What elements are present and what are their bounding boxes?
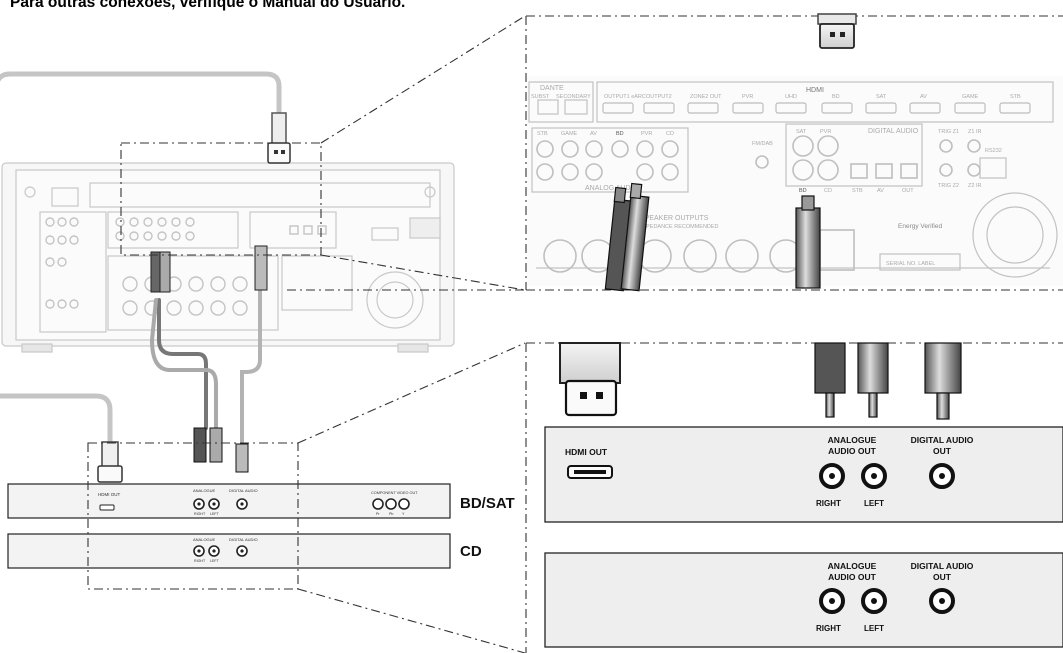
receiver-rear-panel: [1, 162, 455, 353]
svg-text:OUT: OUT: [902, 188, 914, 194]
svg-text:BD: BD: [616, 131, 624, 137]
cable-analogue-digital: [149, 286, 262, 446]
svg-text:Pb: Pb: [389, 512, 393, 516]
svg-text:RIGHT: RIGHT: [816, 624, 841, 633]
rca-plugs-zoom-top: [604, 182, 821, 292]
svg-text:RS232: RS232: [985, 148, 1002, 154]
rca-plugs-receiver: [150, 245, 268, 293]
component-video-label: COMPONENT VIDEO OUT: [371, 491, 418, 495]
svg-text:SUBST: SUBST: [531, 94, 550, 100]
svg-text:OUT: OUT: [933, 572, 952, 582]
svg-text:GAME: GAME: [561, 131, 578, 137]
svg-text:LEFT: LEFT: [210, 512, 220, 516]
svg-text:OUTPUT1 eARC: OUTPUT1 eARC: [604, 94, 646, 100]
hdmi-plug-zoom-top: [817, 13, 857, 49]
svg-text:ANALOGUE: ANALOGUE: [193, 537, 216, 542]
analogue-audio-label-2: ANALOGUE: [828, 561, 877, 571]
svg-text:BD: BD: [799, 188, 807, 194]
svg-text:IMPEDANCE RECOMMENDED: IMPEDANCE RECOMMENDED: [640, 224, 719, 230]
svg-text:AV: AV: [877, 188, 884, 194]
svg-text:DIGITAL AUDIO: DIGITAL AUDIO: [868, 128, 919, 135]
svg-text:Pr: Pr: [376, 512, 380, 516]
svg-text:BD: BD: [832, 94, 840, 100]
svg-text:AUDIO OUT: AUDIO OUT: [828, 572, 877, 582]
digital-audio-label-2: DIGITAL AUDIO: [911, 561, 974, 571]
analogue-small-label: ANALOGUE: [193, 488, 216, 493]
digital-audio-label-1: DIGITAL AUDIO: [911, 435, 974, 445]
hdmi-plug-receiver: [267, 112, 291, 164]
svg-text:LEFT: LEFT: [210, 559, 220, 563]
svg-text:CD: CD: [666, 131, 674, 137]
svg-text:RIGHT: RIGHT: [816, 499, 841, 508]
svg-text:AV: AV: [920, 94, 927, 100]
svg-text:GAME: GAME: [962, 94, 979, 100]
svg-text:AUDIO OUT: AUDIO OUT: [828, 446, 877, 456]
svg-text:STB: STB: [537, 131, 548, 137]
svg-text:FM/DAB: FM/DAB: [752, 141, 773, 147]
cd-device: ANALOGUE DIGITAL AUDIO RIGHT LEFT: [7, 533, 451, 569]
bd-sat-label: BD/SAT: [460, 495, 515, 512]
svg-text:AV: AV: [590, 131, 597, 137]
svg-text:Z1 IR: Z1 IR: [968, 129, 981, 135]
hdmi-out-label: HDMI OUT: [565, 447, 608, 457]
svg-text:SECONDARY: SECONDARY: [556, 94, 591, 100]
analogue-audio-label-1: ANALOGUE: [828, 435, 877, 445]
svg-text:PVR: PVR: [820, 129, 831, 135]
svg-text:ZONE2 OUT: ZONE2 OUT: [690, 94, 722, 100]
hdmi-plug-source: [97, 441, 123, 483]
svg-text:OUTPUT2: OUTPUT2: [646, 94, 672, 100]
svg-text:DIGITAL AUDIO: DIGITAL AUDIO: [229, 537, 258, 542]
svg-text:ANALOG AUDIO: ANALOG AUDIO: [585, 185, 638, 192]
svg-text:Y: Y: [402, 512, 405, 516]
svg-text:Energy Verified: Energy Verified: [898, 223, 942, 230]
rca-plugs-source: [193, 427, 249, 473]
svg-text:Z2 IR: Z2 IR: [968, 183, 981, 189]
zoom-bd-sat-panel: HDMI OUT ANALOGUE AUDIO OUT DIGITAL AUDI…: [565, 435, 974, 508]
receiver-zoom: DANTE SUBST SECONDARY HDMI OUTPUT1 eARC …: [527, 76, 1063, 286]
hdmi-out-small-label: HDMI OUT: [98, 492, 120, 497]
svg-text:STB: STB: [1010, 94, 1021, 100]
source-zoom: [544, 426, 1063, 648]
bd-sat-device: HDMI OUT ANALOGUE DIGITAL AUDIO RIGHT LE…: [7, 483, 451, 519]
svg-text:LEFT: LEFT: [864, 624, 884, 633]
svg-text:SAT: SAT: [796, 129, 807, 135]
svg-text:SPEAKER OUTPUTS: SPEAKER OUTPUTS: [640, 215, 709, 222]
svg-text:TRIG Z1: TRIG Z1: [938, 129, 959, 135]
svg-text:TRIG Z2: TRIG Z2: [938, 183, 959, 189]
svg-text:HDMI: HDMI: [806, 87, 824, 94]
svg-text:SAT: SAT: [876, 94, 887, 100]
svg-text:DANTE: DANTE: [540, 85, 564, 92]
digital-small-label: DIGITAL AUDIO: [229, 488, 258, 493]
svg-text:PVR: PVR: [742, 94, 753, 100]
hdmi-plug-zoom-bottom: [559, 342, 621, 417]
svg-text:UHD: UHD: [785, 94, 797, 100]
cable-hdmi-receiver: [0, 71, 282, 449]
svg-text:PVR: PVR: [641, 131, 652, 137]
rca-plugs-zoom-bottom: [814, 342, 962, 420]
zoom-cd-panel: ANALOGUE AUDIO OUT DIGITAL AUDIO OUT RIG…: [816, 561, 974, 633]
svg-text:STB: STB: [852, 188, 863, 194]
cd-label: CD: [460, 543, 482, 560]
header-note: Para outras conexões, verifique o Manual…: [10, 0, 406, 11]
svg-text:SERIAL NO. LABEL: SERIAL NO. LABEL: [886, 261, 935, 267]
svg-text:RIGHT: RIGHT: [194, 512, 206, 516]
receiver-jacks: [45, 217, 327, 316]
svg-text:OUT: OUT: [933, 446, 952, 456]
svg-text:LEFT: LEFT: [864, 499, 884, 508]
svg-text:RIGHT: RIGHT: [194, 559, 206, 563]
svg-text:CD: CD: [824, 188, 832, 194]
